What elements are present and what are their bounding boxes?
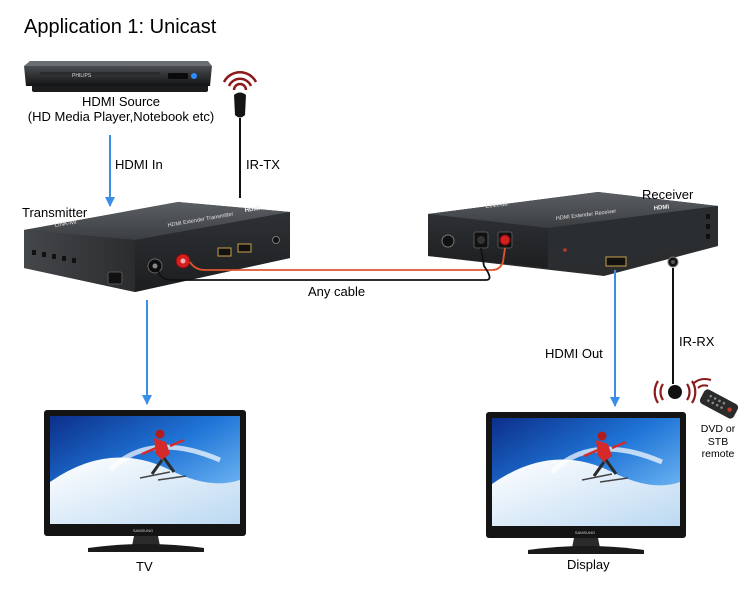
rx-brand-text: LINK-MI xyxy=(486,202,509,210)
ir-rx-receiver xyxy=(653,268,697,404)
ir-tx-emitter xyxy=(222,71,258,198)
receiver-label: Receiver xyxy=(642,187,694,202)
display-label: Display xyxy=(567,557,610,572)
tv-screen: SAMSUNG xyxy=(44,410,246,552)
remote-label-line2: STB xyxy=(707,435,729,448)
signal-arrows xyxy=(105,135,620,407)
ir-rx-label: IR-RX xyxy=(679,334,715,349)
rx-hdmi-logo: HDMI xyxy=(654,204,670,212)
hdmi-source-label-line1: HDMI Source xyxy=(81,94,161,109)
display-screen: SAMSUNG xyxy=(486,412,686,554)
any-cable-label: Any cable xyxy=(308,284,366,299)
diagram-title: Application 1: Unicast xyxy=(24,16,217,38)
remote-control xyxy=(693,378,739,419)
transmitter-label: Transmitter xyxy=(22,205,88,220)
hdmi-out-label: HDMI Out xyxy=(545,346,603,361)
hdmi-in-label: HDMI In xyxy=(115,157,163,172)
display-brand-text: SAMSUNG xyxy=(575,530,595,535)
hdmi-source-player: PHILIPS xyxy=(24,61,212,92)
any-cable-wires xyxy=(157,247,506,281)
hdmi-source-label-line2: (HD Media Player,Notebook etc) xyxy=(27,108,215,124)
tx-hdmi-logo: HDMI xyxy=(244,206,260,214)
player-brand: PHILIPS xyxy=(72,73,92,79)
remote-label: DVD or STB remote xyxy=(693,423,743,461)
tx-brand-text: LINK-MI xyxy=(54,220,77,229)
hdmi-source-label: HDMI Source (HD Media Player,Notebook et… xyxy=(20,94,222,125)
tv-label: TV xyxy=(136,559,153,574)
remote-label-line1: DVD or xyxy=(700,423,736,435)
ir-tx-label: IR-TX xyxy=(246,157,280,172)
tv-brand-text: SAMSUNG xyxy=(133,528,153,533)
receiver-device: LINK-MI HDMI Extender Receiver HDMI xyxy=(428,192,718,276)
remote-label-line3: remote xyxy=(701,448,735,461)
